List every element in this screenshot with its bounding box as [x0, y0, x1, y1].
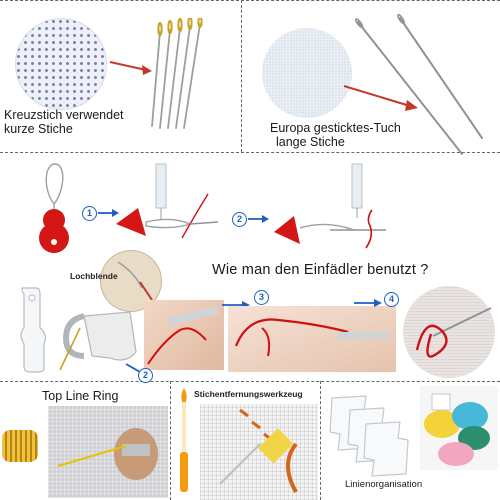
- blue-arrow-photo-b-c: [354, 299, 382, 307]
- short-stitch-caption-line1: Kreuzstich verwendet: [4, 108, 124, 122]
- gold-ring-icon: [2, 430, 38, 462]
- step-badge-3: 3: [254, 290, 269, 305]
- step-badge-2b: 2: [138, 368, 153, 383]
- linen-fabric-circle: [262, 28, 352, 118]
- seam-ripper-photo: [200, 404, 318, 500]
- long-stitch-caption: Europa gesticktes-Tuch lange Stiche: [270, 121, 440, 150]
- blue-arrow-1a: [98, 209, 119, 217]
- divider-top: [0, 0, 500, 1]
- long-stitch-caption-line2: lange Stiche: [276, 135, 345, 150]
- floss-skeins: [424, 393, 490, 466]
- threading-step-photo-b: [228, 306, 396, 372]
- short-stitch-caption-line2: kurze Stiche: [4, 122, 73, 137]
- lochblende-threader-tip: [117, 261, 153, 301]
- aida-fabric-circle: [15, 18, 107, 110]
- divider-row1: [0, 152, 500, 153]
- divider-row-bottom: [0, 381, 500, 382]
- divider-bottom-2: [320, 381, 321, 500]
- seam-ripper-in-use: [219, 408, 298, 493]
- colorful-floss-photo: [420, 386, 498, 470]
- lochblende-label: Lochblende: [70, 271, 118, 281]
- step-badge-2a: 2: [232, 212, 247, 227]
- seam-ripper-icon: [180, 388, 188, 492]
- long-stitch-caption-line1: Europa gesticktes-Tuch: [270, 121, 401, 135]
- top-line-ring-label: Top Line Ring: [42, 389, 119, 403]
- threaded-needle-closeup: [415, 307, 492, 358]
- blue-arrow-2b: [125, 363, 141, 373]
- white-plastic-threader-icon: [20, 287, 46, 373]
- divider-top-mid: [241, 0, 242, 152]
- step-badge-4: 4: [384, 292, 399, 307]
- long-needles-icon: [354, 14, 483, 155]
- threader-heading: Wie man den Einfädler benutzt ?: [212, 262, 429, 278]
- organizer-label: Linienorganisation: [345, 479, 423, 490]
- threading-step-photo-a: [144, 300, 224, 370]
- step-badge-1a: 1: [82, 206, 97, 221]
- seam-ripper-label: Stichentfernungswerkzeug: [194, 389, 303, 399]
- divider-bottom-1: [170, 381, 171, 500]
- metal-threader-tool-icon: [59, 311, 137, 371]
- blue-arrow-2a: [248, 215, 269, 223]
- red-needle-threader-icon: [39, 163, 69, 253]
- thimble-fabric-photo: [48, 406, 168, 498]
- threader-step1-illustration: [116, 163, 219, 239]
- short-stitch-caption: Kreuzstich verwendet kurze Stiche: [4, 108, 154, 137]
- short-needles-icon: [151, 18, 203, 129]
- thimble-in-use: [57, 428, 158, 480]
- hand-thread-b: [234, 318, 388, 357]
- red-arrow-1: [109, 61, 152, 75]
- red-arrow-2: [343, 85, 418, 111]
- hand-thread-a: [147, 305, 219, 365]
- floss-bobbins-icon: [329, 395, 409, 477]
- threader-step2-illustration: [274, 163, 386, 249]
- threaded-needle-closeup-circle: [403, 286, 495, 378]
